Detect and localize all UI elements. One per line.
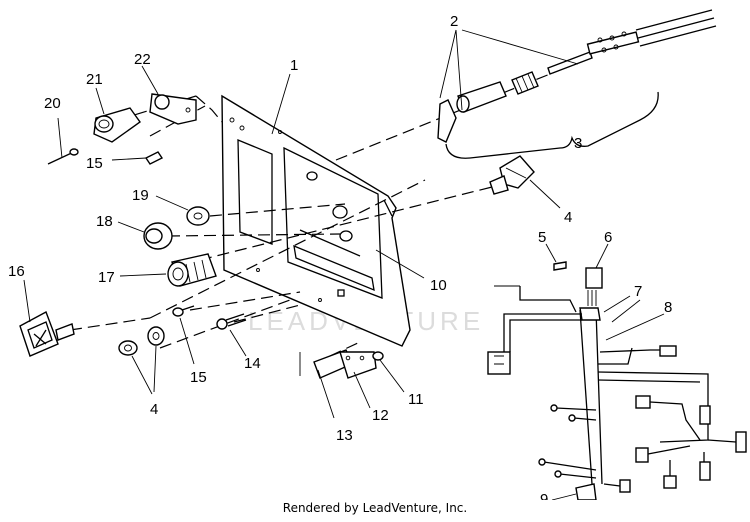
ignition-switch-17 [119, 253, 217, 287]
callout-19: 19 [132, 187, 149, 204]
callout-labels: 1 2 3 4 4 5 6 7 8 9 10 11 12 13 14 15 15… [8, 13, 672, 500]
leader-10 [375, 249, 425, 279]
callout-15-upper: 15 [86, 155, 103, 172]
callout-18: 18 [96, 213, 113, 230]
dash-panel [221, 94, 411, 347]
callout-6: 6 [604, 229, 612, 246]
callout-4-toggle: 4 [564, 209, 572, 226]
switch-assembly [437, 9, 717, 159]
callout-8: 8 [664, 299, 672, 316]
callout-7: 7 [634, 283, 642, 300]
callout-17: 17 [98, 269, 115, 286]
brackets-12-13 [299, 349, 405, 419]
callout-14: 14 [244, 355, 261, 372]
callout-3: 3 [574, 135, 582, 152]
callout-15-lower: 15 [190, 369, 207, 386]
pin-20 [47, 117, 79, 165]
callout-10: 10 [430, 277, 447, 294]
callout-12: 12 [372, 407, 389, 424]
bolt-14 [216, 313, 247, 357]
callout-1: 1 [290, 57, 298, 74]
callout-22: 22 [134, 51, 151, 68]
bracket-22 [141, 65, 197, 125]
nut-18 [117, 221, 173, 250]
toggle-switch [489, 155, 561, 209]
callout-11: 11 [408, 391, 424, 408]
leader-1 [271, 73, 291, 135]
callout-5: 5 [538, 229, 546, 246]
screw-15-lower [172, 305, 195, 365]
washer-19 [155, 195, 210, 226]
render-credit: Rendered by LeadVenture, Inc. [282, 501, 468, 515]
assembly-lines [69, 69, 561, 357]
callout-9: 9 [540, 491, 548, 500]
lamp-holder-21 [93, 87, 141, 143]
callout-13: 13 [336, 427, 353, 444]
exploded-parts-diagram: LEADVENTURE [8, 9, 747, 500]
wire-harness [487, 243, 747, 500]
callout-21: 21 [86, 71, 103, 88]
callout-20: 20 [44, 95, 61, 112]
callout-4-nut: 4 [150, 401, 158, 418]
screw-15-upper [111, 151, 164, 165]
callout-2: 2 [450, 13, 458, 30]
key-16 [19, 279, 75, 357]
nut-lockwasher-4 [118, 326, 165, 395]
callout-16: 16 [8, 263, 25, 280]
